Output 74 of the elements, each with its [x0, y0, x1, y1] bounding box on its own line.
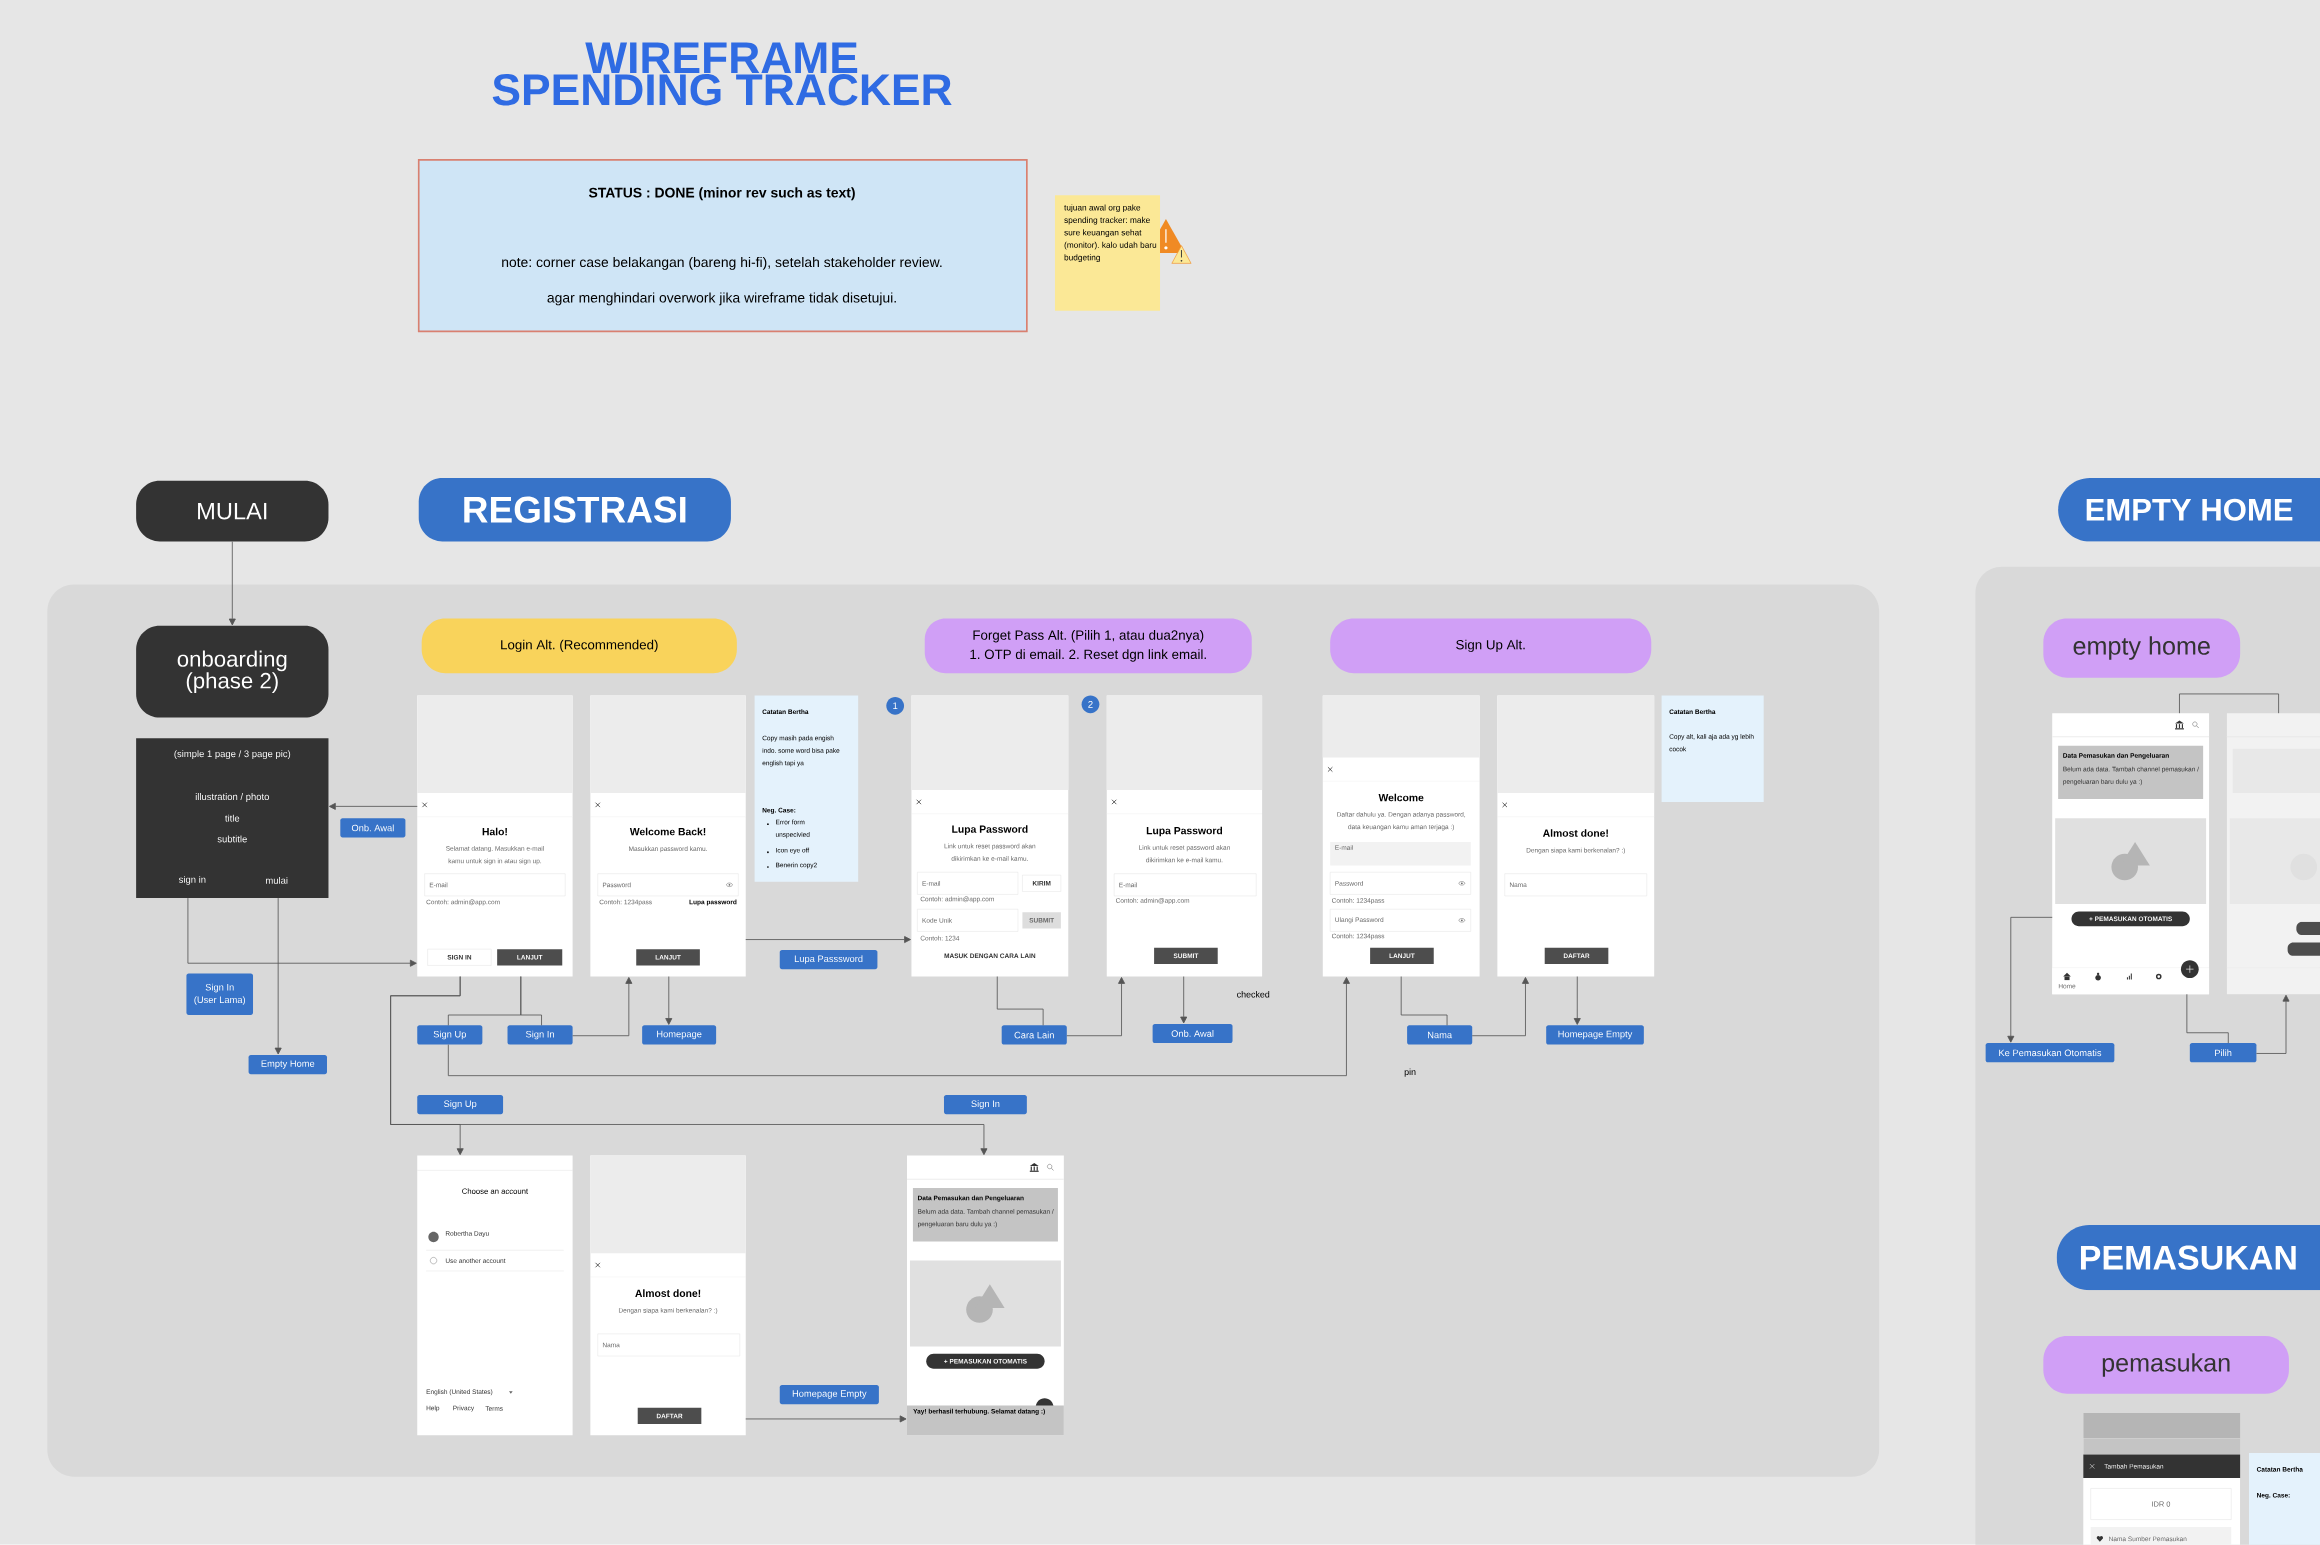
phase-pill: onboarding (phase 2)	[136, 626, 329, 718]
connector-line	[2179, 693, 2279, 714]
arrow	[274, 897, 282, 1055]
connector-line	[1400, 976, 1448, 1026]
screen-title: Almost done!	[1542, 829, 1608, 837]
phone-screen	[417, 1155, 573, 1436]
flow-tag: Pilih	[2189, 1043, 2257, 1063]
phone-screen	[906, 1155, 1065, 1436]
note-text: checked	[1237, 991, 1270, 998]
start-pill: MULAI	[136, 481, 329, 542]
section-header: REGISTRASI	[418, 478, 731, 542]
section-header: PEMASUKAN	[2056, 1225, 2320, 1291]
phone-screen	[2226, 713, 2320, 995]
screen-title: Lupa Password	[1146, 826, 1223, 837]
arrow	[187, 897, 417, 967]
screen-title: Welcome	[1378, 793, 1424, 802]
screen-title: Welcome Back!	[629, 827, 706, 836]
group-label: empty home	[2043, 618, 2241, 678]
arrow	[228, 541, 236, 626]
flow-tag: Homepage Empty	[1546, 1025, 1644, 1045]
flow-tag: Sign Up	[417, 1095, 504, 1115]
phone-screen	[911, 695, 1069, 977]
screen-title: Halo!	[482, 827, 507, 836]
arrow	[665, 976, 673, 1025]
arrow	[2256, 994, 2290, 1055]
group-label: Login Alt. (Recommended)	[421, 618, 737, 674]
status-box: STATUS : DONE (minor rev such as text) note: corner case belakangan (bareng hi-fi), setelah stakeholder review. agar menghindari overwork jika wireframe tidak disetujui.	[417, 159, 1028, 333]
screen-title: Lupa Password	[952, 825, 1028, 836]
flow-tag: Onb. Awal	[340, 818, 406, 838]
arrow	[329, 803, 418, 811]
diagram-title: WIREFRAME SPENDING TRACKER	[492, 42, 952, 106]
arrow	[390, 976, 988, 1156]
phone-screen	[417, 695, 573, 977]
onboarding-card: (simple 1 page / 3 page pic) illustration / photo title subtitle sign in mulai	[136, 738, 329, 899]
note-text: pin	[1404, 1068, 1416, 1077]
arrow	[1471, 977, 1529, 1037]
flow-tag: Sign In	[507, 1025, 573, 1045]
connector-line	[2186, 994, 2229, 1044]
flow-tag: Ke Pemasukan Otomatis	[1985, 1043, 2115, 1063]
phone-screen	[2051, 713, 2210, 995]
phone-screen	[2083, 1413, 2241, 1545]
phone-screen	[1106, 695, 1263, 977]
flow-tag: Homepage	[642, 1025, 717, 1045]
sticky-note: tujuan awal org pake spending tracker: make sure keuangan sehat (monitor). kalo udah baru budgeting	[1054, 195, 1160, 311]
phone-screen	[590, 695, 746, 977]
connector-line	[996, 976, 1044, 1026]
arrow	[745, 936, 911, 944]
flow-tag: Lupa Passsword	[779, 950, 878, 970]
flow-tag: Empty Home	[248, 1055, 327, 1075]
flow-tag: Homepage Empty	[779, 1385, 879, 1405]
connector-line	[520, 976, 542, 1026]
arrow	[1180, 976, 1188, 1024]
group-label: Sign Up Alt.	[1330, 618, 1652, 674]
flow-tag: Cara Lain	[1001, 1025, 1067, 1045]
arrow	[1573, 976, 1581, 1025]
phone-screen	[1497, 695, 1655, 977]
flow-tag: Sign In	[944, 1095, 1027, 1115]
arrow	[572, 977, 633, 1037]
flow-tag: Nama	[1407, 1025, 1473, 1045]
flow-tag: Sign In (User Lama)	[186, 973, 253, 1016]
section-header: EMPTY HOME	[2058, 478, 2320, 542]
arrow	[447, 977, 1350, 1077]
phone-screen	[590, 1155, 746, 1436]
phone-screen	[1322, 695, 1480, 977]
screen-title: Almost done!	[635, 1289, 701, 1298]
group-label: pemasukan	[2043, 1336, 2289, 1394]
arrow	[2007, 917, 2053, 1043]
group-label: Forget Pass Alt. (Pilih 1, atau dua2nya) 1. OTP di email. 2. Reset dgn link email.	[924, 618, 1252, 674]
arrow	[745, 1415, 907, 1423]
arrow	[1066, 977, 1126, 1037]
flow-tag: Onb. Awal	[1152, 1024, 1233, 1044]
flow-tag: Sign Up	[417, 1025, 483, 1045]
step-badge: 1	[886, 697, 905, 715]
step-badge: 2	[1081, 695, 1100, 714]
